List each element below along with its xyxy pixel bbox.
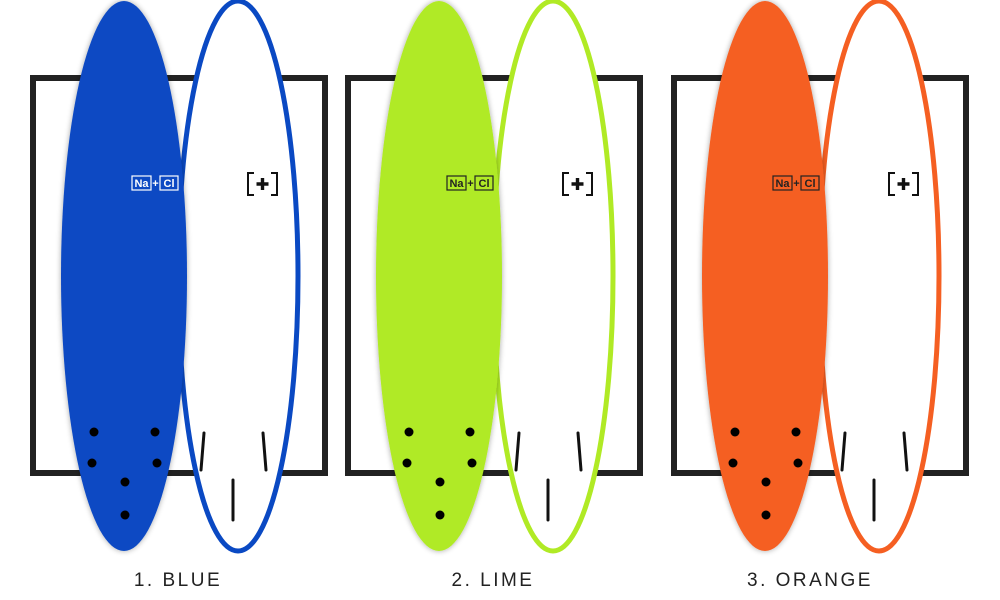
caption-lime: 2. LIME (451, 570, 535, 591)
deck-logo-plus: + (793, 178, 799, 190)
fin-plug-orange-1 (730, 427, 740, 437)
board-deck-orange (702, 1, 828, 551)
board-set-lime: Na+ Cl (345, 0, 643, 554)
rack-frame-lime (345, 75, 643, 476)
deck-logo-cl: Cl (479, 178, 490, 190)
deck-logo-cl-box (800, 175, 820, 191)
fin-plug-blue-4 (152, 458, 162, 468)
fin-plug-orange-3 (728, 458, 738, 468)
fin-plug-lime-2 (465, 427, 475, 437)
plus-bracket-icon (562, 172, 593, 196)
board-bottom-lime (490, 0, 616, 554)
deck-logo-na: Na (449, 178, 464, 190)
deck-logo-na: Na (775, 178, 790, 190)
fin-plug-orange-5 (761, 477, 771, 487)
fin-plug-lime-6 (435, 510, 445, 520)
deck-logo-na: Na (134, 178, 149, 190)
fin-plug-lime-1 (404, 427, 414, 437)
fin-plug-orange-2 (791, 427, 801, 437)
caption-blue: 1. BLUE (133, 570, 223, 591)
deck-logo-cl: Cl (164, 178, 175, 190)
deck-logo-cl-box (159, 175, 179, 191)
fin-plug-blue-3 (87, 458, 97, 468)
deck-logo: Na+ Cl (131, 175, 179, 191)
plus-bracket-icon (247, 172, 278, 196)
plus-bracket-icon (888, 172, 919, 196)
deck-logo-plus: + (152, 178, 158, 190)
deck-logo-cl-box (474, 175, 494, 191)
fin-plug-lime-5 (435, 477, 445, 487)
board-set-orange: Na+ Cl (671, 0, 969, 554)
rack-frame-blue (30, 75, 328, 476)
board-set-blue: Na+ Cl (30, 0, 328, 554)
fin-left-blue (199, 431, 206, 472)
fin-plug-orange-4 (793, 458, 803, 468)
fin-right-orange (902, 431, 909, 472)
fin-plug-blue-2 (150, 427, 160, 437)
deck-logo: Na+ Cl (772, 175, 820, 191)
fin-right-lime (576, 431, 583, 472)
board-bottom-blue (175, 0, 301, 554)
fin-plug-blue-5 (120, 477, 130, 487)
caption-orange: 3. ORANGE (747, 570, 873, 591)
deck-logo-cl: Cl (805, 178, 816, 190)
fin-plug-lime-4 (467, 458, 477, 468)
deck-logo-na-box (131, 175, 152, 191)
fin-plug-blue-6 (120, 510, 130, 520)
board-bottom-orange (816, 0, 942, 554)
rack-frame-orange (671, 75, 969, 476)
deck-logo-na-box (446, 175, 467, 191)
fin-plug-blue-1 (89, 427, 99, 437)
fin-right-blue (261, 431, 268, 472)
fin-plug-orange-6 (761, 510, 771, 520)
board-deck-blue (61, 1, 187, 551)
fin-left-lime (514, 431, 521, 472)
fin-left-orange (840, 431, 847, 472)
deck-logo-na-box (772, 175, 793, 191)
board-deck-lime (376, 1, 502, 551)
deck-logo: Na+ Cl (446, 175, 494, 191)
fin-plug-lime-3 (402, 458, 412, 468)
deck-logo-plus: + (467, 178, 473, 190)
